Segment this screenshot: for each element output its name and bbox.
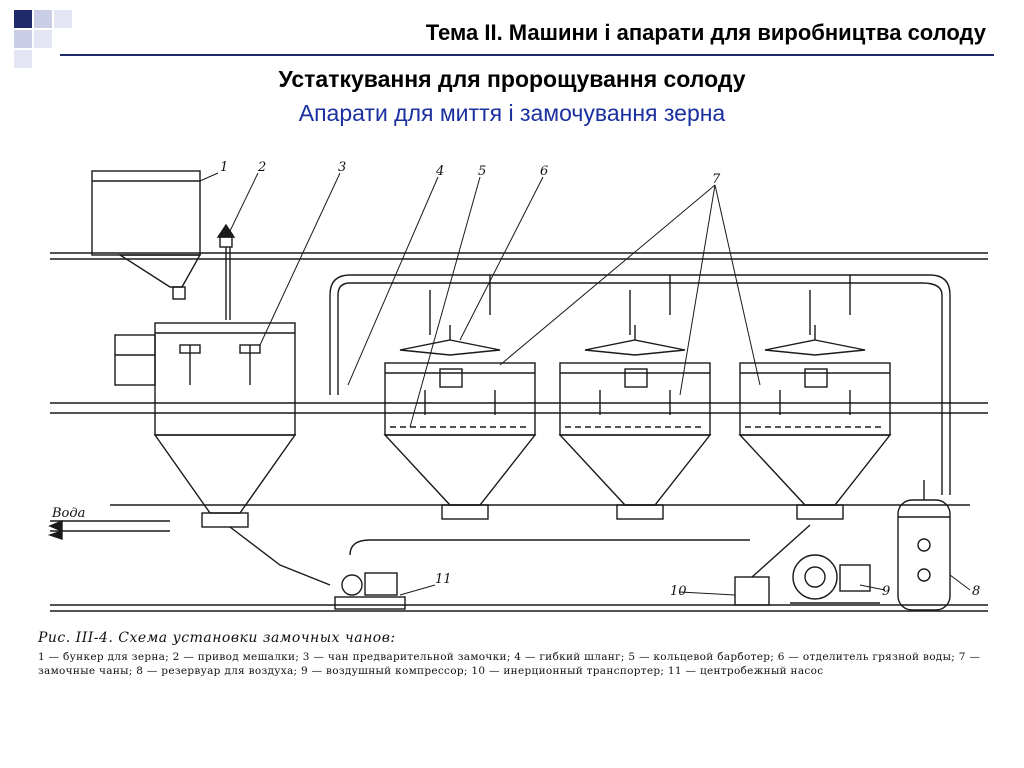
caption-title: Рис. III-4. Схема установки замочных чан…: [38, 630, 396, 646]
agitator-drive: [216, 223, 236, 320]
inertial-conveyor: [734, 524, 811, 606]
callout-9: 9: [882, 584, 890, 599]
callout-6: 6: [540, 164, 548, 179]
pre-soak-vat: [114, 322, 297, 528]
air-receiver: [897, 480, 951, 611]
callout-7: 7: [712, 172, 721, 187]
caption-legend: 1 — бункер для зерна; 2 — привод мешалки…: [38, 651, 981, 677]
soaking-vat-3: [738, 325, 892, 520]
callout-8: 8: [972, 584, 980, 599]
soaking-vat-1: [383, 325, 537, 520]
header-divider: [60, 54, 994, 56]
slide-title: Устаткування для пророщування солоду: [278, 66, 746, 92]
callout-3: 3: [338, 160, 346, 175]
equipment-schematic: 1 2 3 4 5 6 7 8 9 10 11 Вода: [47, 160, 988, 612]
callout-leaders: [199, 172, 971, 596]
callout-11: 11: [435, 572, 452, 587]
callout-10: 10: [670, 584, 687, 599]
pipework: [50, 274, 970, 586]
callout-1: 1: [220, 160, 228, 175]
callout-2: 2: [257, 160, 266, 175]
water-label: Вода: [51, 506, 85, 521]
grain-hopper: [91, 170, 202, 300]
soaking-vat-2: [558, 325, 712, 520]
topic-header: Тема ІІ. Машини і апарати для виробництв…: [425, 20, 986, 45]
floor-lines: [50, 252, 988, 612]
air-compressor: [790, 554, 880, 604]
callout-5: 5: [478, 164, 486, 179]
callout-numbers: 1 2 3 4 5 6 7 8 9 10 11 Вода: [51, 160, 980, 599]
corner-decoration: [0, 0, 80, 80]
figure-caption: Рис. III-4. Схема установки замочных чан…: [38, 630, 998, 678]
centrifugal-pump: [334, 572, 406, 610]
water-arrows: [47, 519, 63, 540]
slide-subtitle: Апарати для миття і замочування зерна: [298, 100, 726, 126]
callout-4: 4: [435, 164, 444, 179]
